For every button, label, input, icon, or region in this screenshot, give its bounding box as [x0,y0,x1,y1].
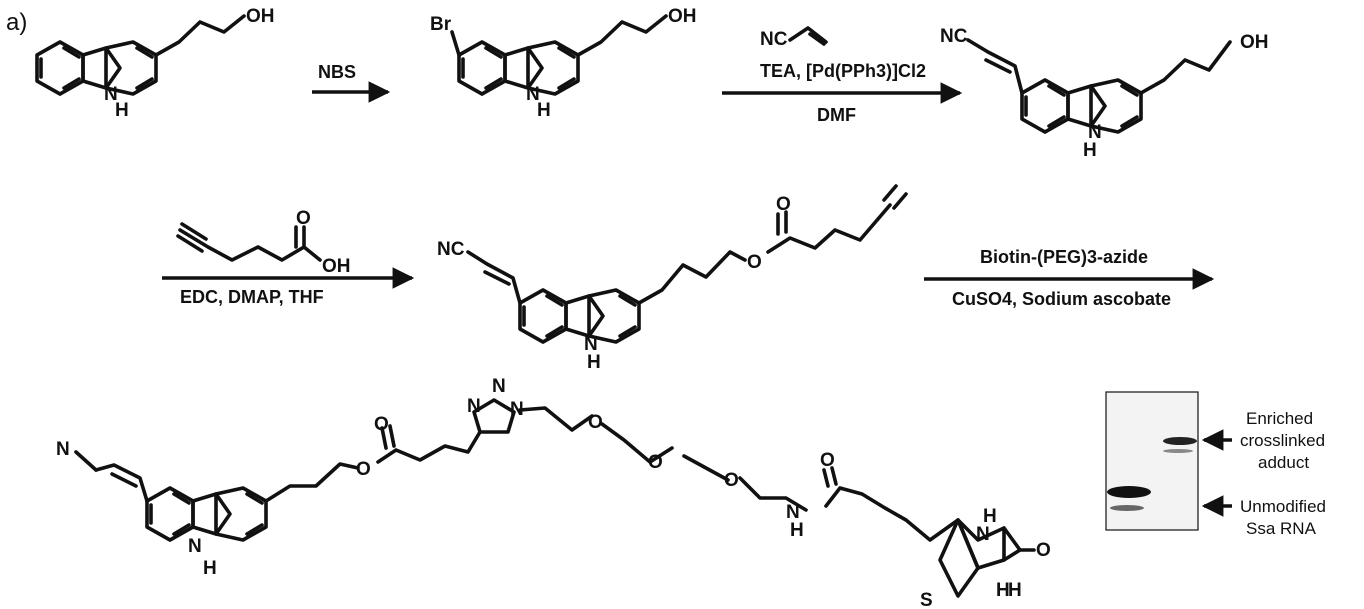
label-enriched: Enriched [1246,409,1313,428]
conditions-edc: EDC, DMAP, THF [180,287,324,307]
n-label: N [1088,122,1102,143]
gel-band-lower-faint [1110,505,1144,511]
urea-nh-label-h: H [1008,580,1022,601]
compound-biotinylated-product: N O O N N N O O O N H O N H O H H S N H [56,376,1051,609]
nc-label: NC [940,26,968,47]
n-label: N [188,536,202,557]
triazole-n-label: N [510,399,524,420]
nc-label: NC [437,239,465,260]
br-label: Br [430,14,452,35]
label-ssa-rna: Ssa RNA [1246,519,1317,538]
gel-band-upper-faint [1163,449,1193,453]
label-unmodified: Unmodified [1240,497,1326,516]
carbonyl-o-label: O [776,194,791,215]
label-crosslinked: crosslinked [1240,431,1325,450]
nh-label: H [203,558,217,579]
reagent-nbs: NBS [318,62,356,82]
n-label: N [584,334,598,355]
hexynoic-acid-reagent: O OH [176,208,351,277]
conditions-dmf: DMF [817,105,856,125]
ether-o-label: O [648,452,663,473]
nh-label: H [537,100,551,121]
acrylonitrile-reagent: NC [760,26,828,50]
ether-o-label: O [588,412,603,433]
n-label: N [526,84,540,105]
urea-nh-label: H [996,580,1010,601]
label-adduct: adduct [1258,453,1309,472]
urea-o-label: O [1036,540,1051,561]
gel-image [1105,391,1199,531]
panel-label: a) [6,9,27,36]
ether-o-label: O [724,470,739,491]
triazole-n-label: N [492,376,506,397]
compound-carbazole-propanol: H N OH [35,6,275,121]
ester-o-label: O [356,459,371,480]
nh-label: H [115,100,129,121]
ester-o-label: O [747,252,762,273]
n-label: N [104,84,118,105]
conditions-cuso4: CuSO4, Sodium ascobate [952,289,1171,309]
gel-band-upper [1163,437,1197,445]
amide-n-label: N [786,502,800,523]
compound-cyanovinyl-carbazole: NC N H OH [940,26,1269,161]
nh-label: H [587,352,601,373]
triazole-n-label: N [467,396,481,417]
compound-alkyne-ester: NC O O N H [437,184,908,373]
carbonyl-o-label: O [374,414,389,435]
conditions-biotin-azide: Biotin-(PEG)3-azide [980,247,1148,267]
gel-band-lower [1107,486,1151,498]
urea-n-label: N [976,524,990,545]
amide-o-label: O [820,450,835,471]
oh-label: OH [322,256,351,277]
nh-label: H [1083,140,1097,161]
amide-h-label: H [790,520,804,541]
oh-label: OH [246,6,275,27]
oh-label: OH [668,6,697,27]
compound-bromocarbazole: Br N H OH [430,6,697,121]
oh-label: OH [1240,32,1269,53]
conditions-tea-pd: TEA, [Pd(PPh3)]Cl2 [760,61,926,81]
nitrile-n-label: N [56,439,70,460]
nc-label: NC [760,29,788,50]
urea-h-label: H [983,506,997,527]
thiophane-s-label: S [920,590,933,609]
carbonyl-o-label: O [296,208,311,229]
